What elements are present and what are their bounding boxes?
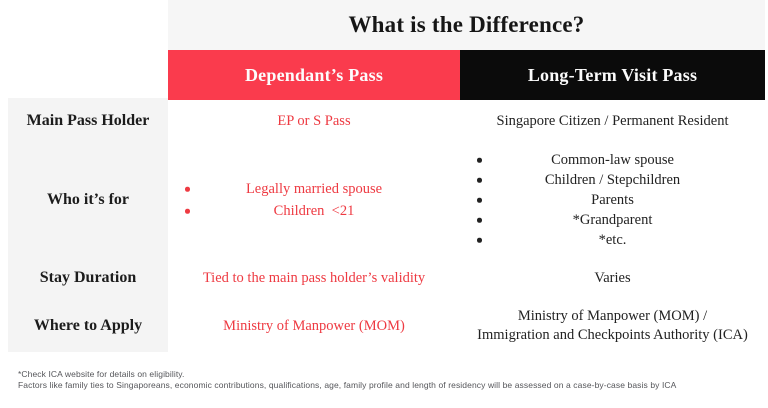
cell-ltvp-stay-duration: Varies xyxy=(460,256,765,300)
bullet-icon xyxy=(477,217,482,223)
cell-dp-who-its-for: Legally married spouse Children <21 xyxy=(168,144,460,256)
list-item-text: Common-law spouse xyxy=(551,152,674,168)
cell-ltvp-who-its-for: Common-law spouse Children / Stepchildre… xyxy=(460,144,765,256)
column-header-dependants-pass: Dependant’s Pass xyxy=(168,50,460,100)
table-row-main-pass-holder: Main Pass Holder EP or S Pass Singapore … xyxy=(0,98,768,144)
list-item-text: Children <21 xyxy=(273,203,355,219)
list-item-text: Children / Stepchildren xyxy=(544,172,681,188)
list-item-text: *etc. xyxy=(598,232,627,248)
list-item-text: Legally married spouse xyxy=(245,181,383,197)
cell-text-line: Ministry of Manpower (MOM) / xyxy=(517,308,708,324)
row-label-text: Where to Apply xyxy=(33,317,143,334)
table-row-who-its-for: Who it’s for Legally married spouse Chil… xyxy=(0,144,768,256)
list-item: Children / Stepchildren xyxy=(460,170,765,190)
cell-ltvp-where-to-apply: Ministry of Manpower (MOM) / Immigration… xyxy=(460,300,765,352)
footnote-line: *Check ICA website for details on eligib… xyxy=(18,369,185,379)
bullet-icon xyxy=(477,177,482,183)
row-label-panel xyxy=(8,98,168,352)
row-label: Who it’s for xyxy=(8,144,168,256)
row-label: Where to Apply xyxy=(8,300,168,352)
bullet-icon xyxy=(477,157,482,163)
cell-dp-main-pass-holder: EP or S Pass xyxy=(168,98,460,144)
page-title: What is the Difference? xyxy=(348,12,585,37)
cell-ltvp-main-pass-holder: Singapore Citizen / Permanent Resident xyxy=(460,98,765,144)
title-bar: What is the Difference? xyxy=(168,0,765,50)
row-label-text: Who it’s for xyxy=(46,191,130,208)
list-item: Common-law spouse xyxy=(460,150,765,170)
list-item: *etc. xyxy=(460,230,765,250)
cell-dp-where-to-apply: Ministry of Manpower (MOM) xyxy=(168,300,460,352)
footnotes: *Check ICA website for details on eligib… xyxy=(18,369,676,390)
bullet-icon xyxy=(185,208,190,214)
bullet-icon xyxy=(185,186,190,192)
table-row-stay-duration: Stay Duration Tied to the main pass hold… xyxy=(0,256,768,300)
row-label: Stay Duration xyxy=(8,256,168,300)
row-label-text: Main Pass Holder xyxy=(26,112,150,129)
list-item-text: Parents xyxy=(591,192,634,208)
list-item-text: *Grandparent xyxy=(572,212,653,228)
bullet-icon xyxy=(477,197,482,203)
column-header-long-term-visit-pass: Long-Term Visit Pass xyxy=(460,50,765,100)
cell-text-line: Immigration and Checkpoints Authority (I… xyxy=(477,327,748,343)
row-label: Main Pass Holder xyxy=(8,98,168,144)
list-item: Children <21 xyxy=(168,200,460,222)
cell-text: EP or S Pass xyxy=(277,112,351,129)
column-header-label: Long-Term Visit Pass xyxy=(527,64,698,85)
bullet-icon xyxy=(477,237,482,243)
cell-text: Singapore Citizen / Permanent Resident xyxy=(496,112,729,129)
cell-text: Varies xyxy=(594,269,631,286)
table-row-where-to-apply: Where to Apply Ministry of Manpower (MOM… xyxy=(0,300,768,352)
column-header-label: Dependant’s Pass xyxy=(244,64,384,85)
footnote-line: Factors like family ties to Singaporeans… xyxy=(18,379,677,390)
cell-text: Ministry of Manpower (MOM) xyxy=(223,317,405,334)
row-label-text: Stay Duration xyxy=(39,269,137,286)
cell-dp-stay-duration: Tied to the main pass holder’s validity xyxy=(168,256,460,300)
list-item: *Grandparent xyxy=(460,210,765,230)
list-item: Parents xyxy=(460,190,765,210)
cell-text: Tied to the main pass holder’s validity xyxy=(202,269,426,286)
list-item: Legally married spouse xyxy=(168,178,460,200)
